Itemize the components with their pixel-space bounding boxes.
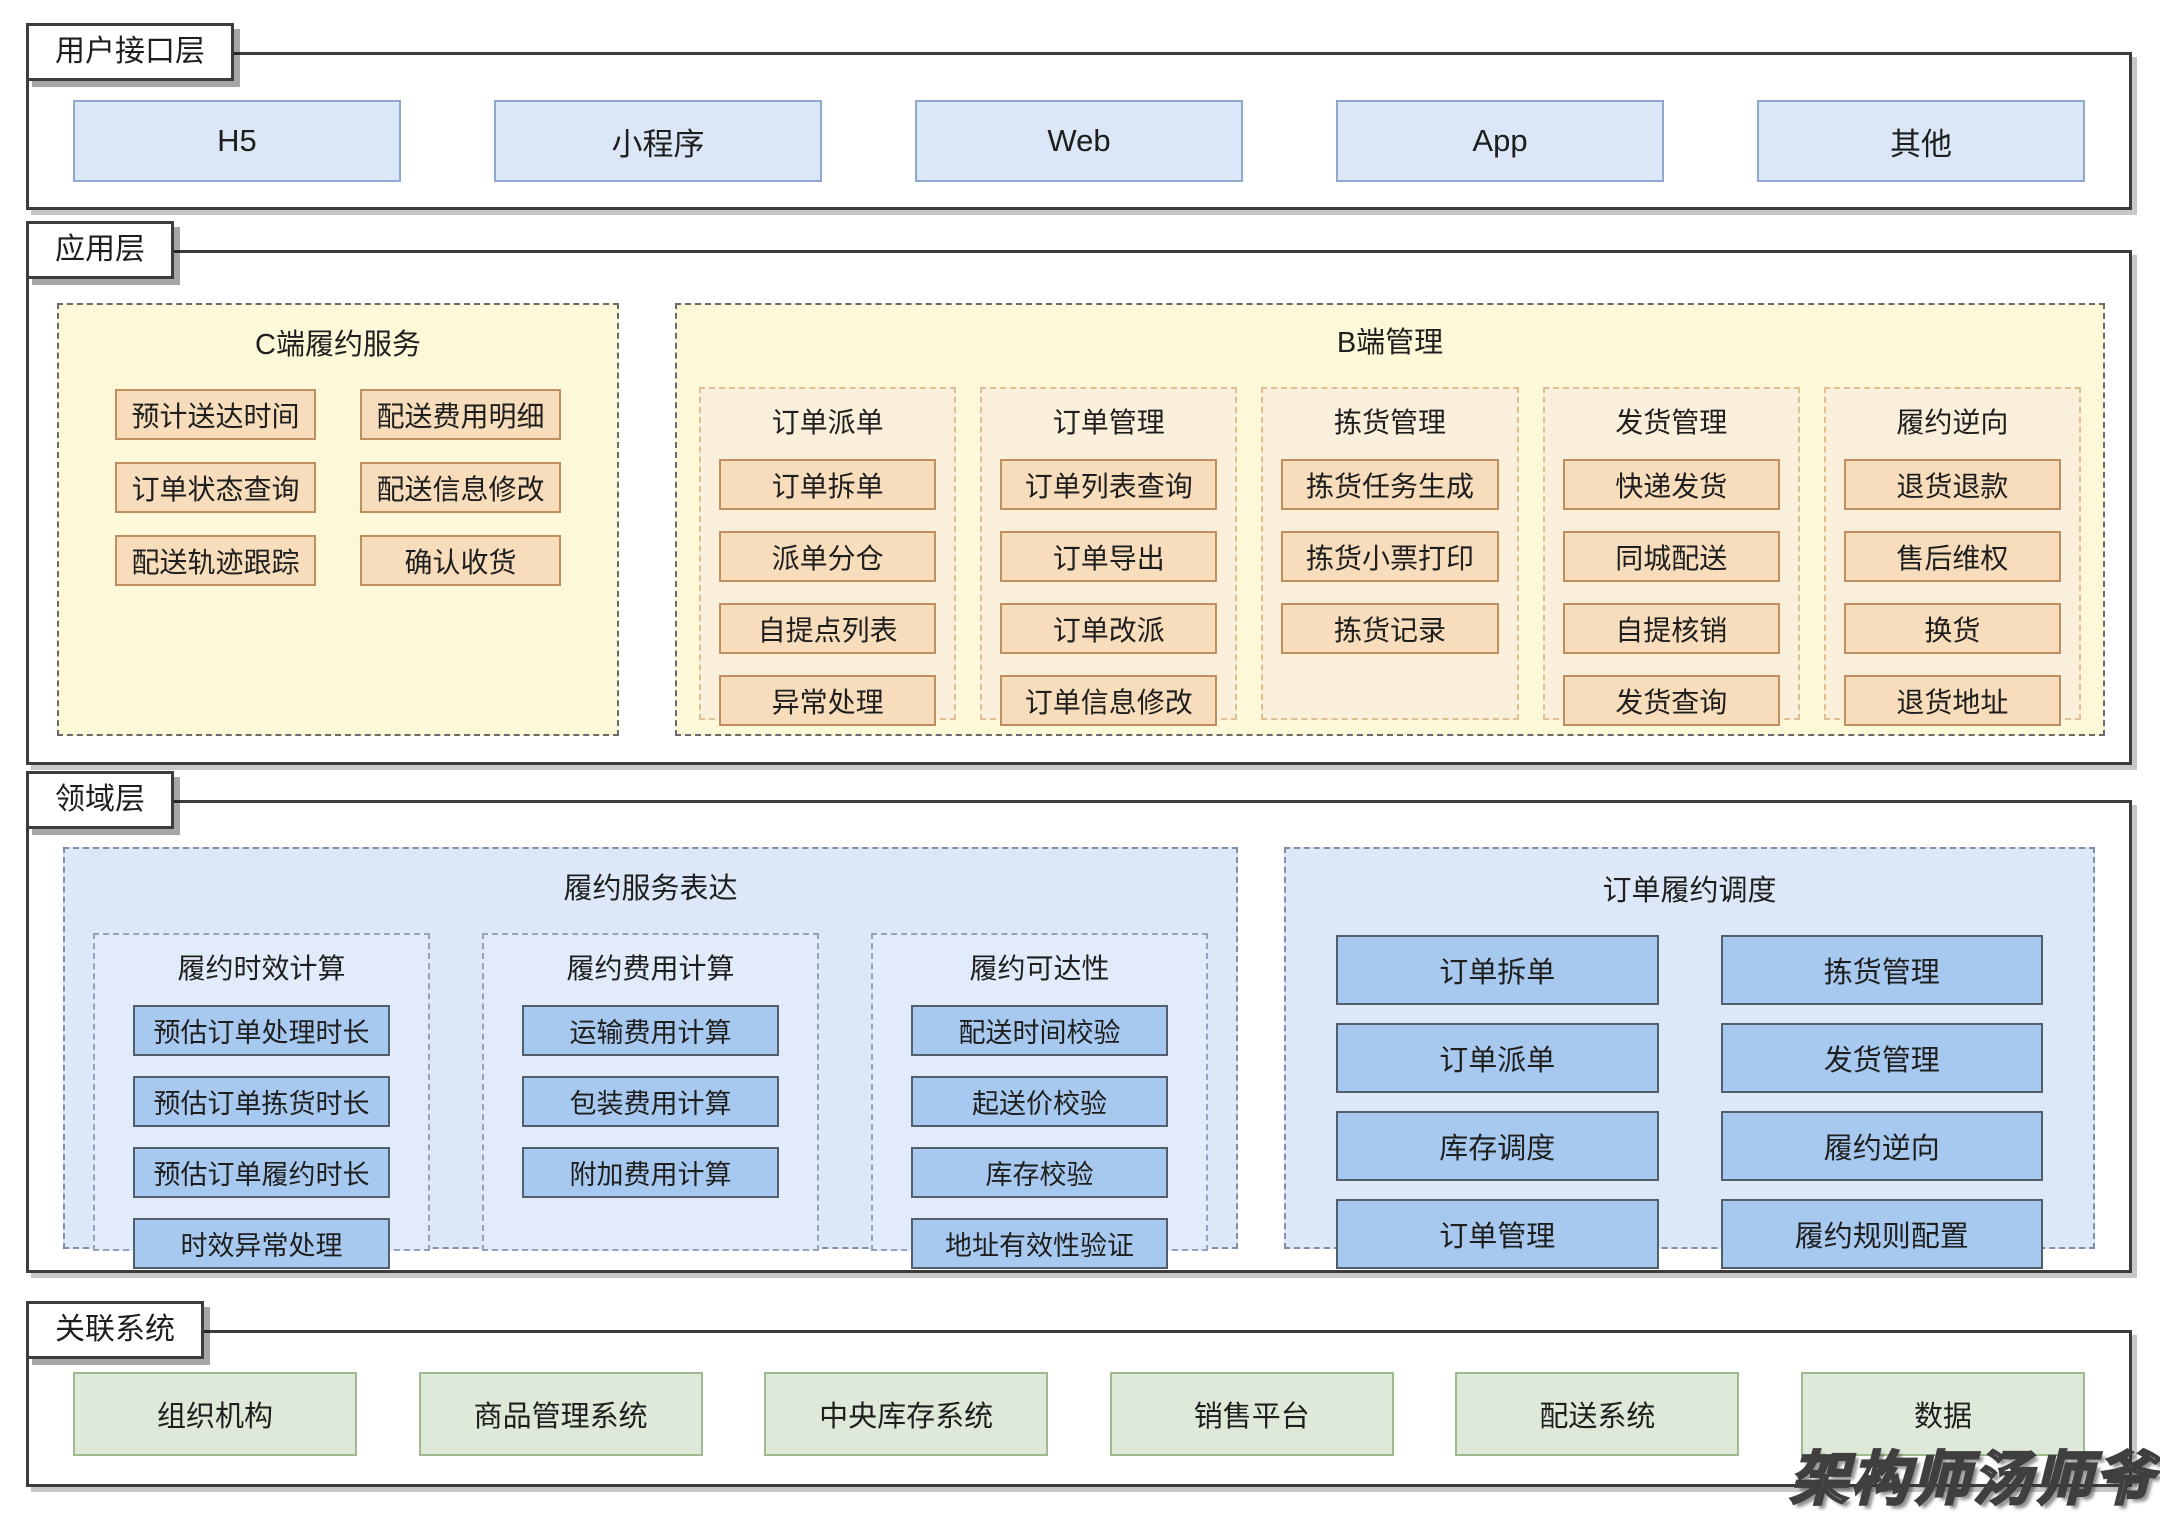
module-order-status-query: 订单状态查询 (115, 462, 316, 513)
module-express-shipping: 快递发货 (1562, 459, 1780, 510)
module-min-order-price-check: 起送价校验 (911, 1076, 1168, 1127)
sched-shipping-management: 发货管理 (1720, 1023, 2043, 1093)
channel-app: App (1336, 100, 1664, 182)
b-side-groups: 订单派单 订单拆单 派单分仓 自提点列表 异常处理 订单管理 订单列表查询 订单… (699, 387, 2082, 726)
watermark: 架构师汤师爷 (1789, 1446, 2156, 1514)
b-group-reverse-fulfillment: 履约逆向 退货退款 售后维权 换货 退货地址 (1823, 387, 2082, 726)
module-intracity-delivery: 同城配送 (1562, 531, 1780, 582)
module-sla-exception-handling: 时效异常处理 (133, 1218, 390, 1269)
module-inventory-check: 库存校验 (911, 1147, 1168, 1198)
module-confirm-receipt: 确认收货 (360, 535, 561, 586)
related-systems-row: 组织机构 商品管理系统 中央库存系统 销售平台 配送系统 数据 (29, 1333, 2129, 1456)
module-return-address: 退货地址 (1843, 675, 2062, 726)
module-dispatch-warehouse: 派单分仓 (719, 531, 937, 582)
system-organization: 组织机构 (73, 1372, 357, 1456)
b-group-shipping-management: 发货管理 快递发货 同城配送 自提核销 发货查询 (1542, 387, 1800, 726)
channel-mini-program: 小程序 (494, 100, 822, 182)
order-scheduling-grid: 订单拆单 拣货管理 订单派单 发货管理 库存调度 履约逆向 订单管理 履约规则配… (1336, 935, 2043, 1269)
module-additional-cost-calc: 附加费用计算 (522, 1147, 779, 1198)
b-group-title: 履约逆向 (1896, 407, 2009, 438)
system-data: 数据 (1800, 1372, 2085, 1456)
module-delivery-info-modify: 配送信息修改 (360, 462, 561, 513)
system-central-inventory: 中央库存系统 (764, 1372, 1049, 1456)
sched-order-split: 订单拆单 (1336, 935, 1659, 1005)
f-group-title: 履约时效计算 (177, 953, 346, 984)
module-pickup-point-list: 自提点列表 (719, 603, 937, 654)
module-return-refund: 退货退款 (1843, 459, 2062, 510)
module-exchange: 换货 (1843, 603, 2062, 654)
f-group-title: 履约可达性 (969, 953, 1110, 984)
module-order-export: 订单导出 (1000, 531, 1218, 582)
f-group-title: 履约费用计算 (566, 953, 735, 984)
application-row: C端履约服务 预计送达时间 配送费用明细 订单状态查询 配送信息修改 配送轨迹跟… (29, 253, 2129, 736)
sched-inventory-scheduling: 库存调度 (1336, 1111, 1659, 1181)
module-shipping-query: 发货查询 (1562, 675, 1780, 726)
c-side-title: C端履约服务 (255, 329, 421, 361)
domain-row: 履约服务表达 履约时效计算 预估订单处理时长 预估订单拣货时长 预估订单履约时长… (29, 803, 2129, 1269)
module-order-list-query: 订单列表查询 (1000, 459, 1218, 510)
module-order-split: 订单拆单 (719, 459, 937, 510)
fulfillment-expression-groups: 履约时效计算 预估订单处理时长 预估订单拣货时长 预估订单履约时长 时效异常处理… (93, 933, 1208, 1269)
b-group-title: 订单管理 (1052, 407, 1165, 438)
layer-user-interface: 用户接口层 H5 小程序 Web App 其他 (26, 23, 2132, 210)
channel-other: 其他 (1757, 100, 2085, 182)
module-pickup-verification: 自提核销 (1562, 603, 1780, 654)
module-address-validity-check: 地址有效性验证 (911, 1218, 1168, 1269)
c-side-grid: 预计送达时间 配送费用明细 订单状态查询 配送信息修改 配送轨迹跟踪 确认收货 (115, 389, 561, 586)
layer-tab-related-systems: 关联系统 (26, 1301, 204, 1359)
layer-application: 应用层 C端履约服务 预计送达时间 配送费用明细 订单状态查询 配送信息修改 配… (26, 221, 2132, 765)
sched-reverse-fulfillment: 履约逆向 (1720, 1111, 2043, 1181)
module-estimate-order-picking-time: 预估订单拣货时长 (133, 1076, 390, 1127)
b-group-order-management: 订单管理 订单列表查询 订单导出 订单改派 订单信息修改 (980, 387, 1238, 726)
layer-domain: 领域层 履约服务表达 履约时效计算 预估订单处理时长 预估订单拣货时长 预估订单… (26, 771, 2132, 1273)
order-scheduling-title: 订单履约调度 (1602, 875, 1777, 907)
b-group-title: 发货管理 (1615, 407, 1728, 438)
module-order-info-modify: 订单信息修改 (1000, 675, 1218, 726)
b-group-title: 订单派单 (771, 407, 884, 438)
module-picking-record: 拣货记录 (1281, 603, 1499, 654)
module-exception-handling: 异常处理 (719, 675, 937, 726)
channel-h5: H5 (73, 100, 401, 182)
channel-web: Web (915, 100, 1243, 182)
sched-order-management: 订单管理 (1336, 1199, 1659, 1269)
layer-related-systems: 关联系统 组织机构 商品管理系统 中央库存系统 销售平台 配送系统 数据 (26, 1301, 2132, 1487)
module-delivery-track: 配送轨迹跟踪 (115, 535, 316, 586)
system-delivery: 配送系统 (1455, 1372, 1740, 1456)
layer-tab-user-interface: 用户接口层 (26, 23, 234, 81)
group-fulfillment-sla-calc: 履约时效计算 预估订单处理时长 预估订单拣货时长 预估订单履约时长 时效异常处理 (93, 933, 430, 1269)
group-fulfillment-cost-calc: 履约费用计算 运输费用计算 包装费用计算 附加费用计算 (482, 933, 819, 1251)
b-group-order-dispatch: 订单派单 订单拆单 派单分仓 自提点列表 异常处理 (699, 387, 957, 726)
c-side-fulfillment-section: C端履约服务 预计送达时间 配送费用明细 订单状态查询 配送信息修改 配送轨迹跟… (57, 303, 619, 736)
layer-tab-domain: 领域层 (26, 771, 174, 829)
sched-order-dispatch: 订单派单 (1336, 1023, 1659, 1093)
b-group-picking-management: 拣货管理 拣货任务生成 拣货小票打印 拣货记录 (1261, 387, 1519, 720)
sched-fulfillment-rule-config: 履约规则配置 (1720, 1199, 2043, 1269)
fulfillment-expression-title: 履约服务表达 (563, 873, 738, 905)
layer-tab-application: 应用层 (26, 221, 174, 279)
module-estimate-order-processing-time: 预估订单处理时长 (133, 1005, 390, 1056)
system-product-management: 商品管理系统 (418, 1372, 703, 1456)
sched-picking-management: 拣货管理 (1720, 935, 2043, 1005)
module-delivery-fee-detail: 配送费用明细 (360, 389, 561, 440)
module-delivery-time-check: 配送时间校验 (911, 1005, 1168, 1056)
module-estimate-order-fulfillment-time: 预估订单履约时长 (133, 1147, 390, 1198)
module-aftersales-rights: 售后维权 (1843, 531, 2062, 582)
module-picking-task-generate: 拣货任务生成 (1281, 459, 1499, 510)
system-sales-platform: 销售平台 (1109, 1372, 1394, 1456)
group-fulfillment-reachability: 履约可达性 配送时间校验 起送价校验 库存校验 地址有效性验证 (871, 933, 1208, 1269)
module-estimated-delivery-time: 预计送达时间 (115, 389, 316, 440)
b-side-title: B端管理 (1336, 327, 1444, 359)
fulfillment-expression-section: 履约服务表达 履约时效计算 预估订单处理时长 预估订单拣货时长 预估订单履约时长… (63, 847, 1238, 1269)
b-side-management-section: B端管理 订单派单 订单拆单 派单分仓 自提点列表 异常处理 订单管理 订单列表… (675, 303, 2105, 736)
module-transport-cost-calc: 运输费用计算 (522, 1005, 779, 1056)
module-picking-ticket-print: 拣货小票打印 (1281, 531, 1499, 582)
b-group-title: 拣货管理 (1334, 407, 1447, 438)
module-order-reassign: 订单改派 (1000, 603, 1218, 654)
order-fulfillment-scheduling-section: 订单履约调度 订单拆单 拣货管理 订单派单 发货管理 库存调度 履约逆向 订单管… (1284, 847, 2095, 1269)
module-packaging-cost-calc: 包装费用计算 (522, 1076, 779, 1127)
channel-row: H5 小程序 Web App 其他 (29, 55, 2129, 182)
